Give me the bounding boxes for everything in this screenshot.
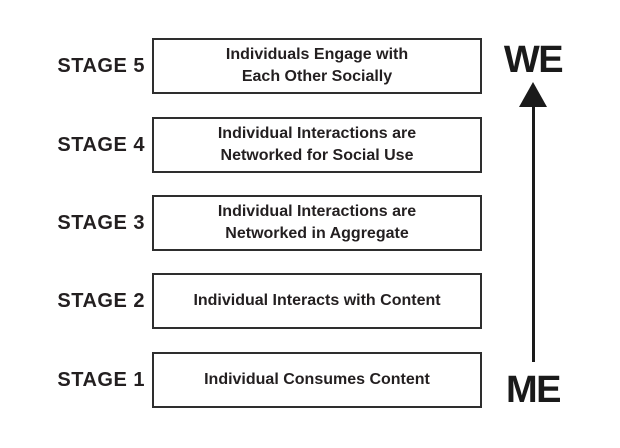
up-arrow-line [531, 107, 535, 362]
we-label: WE [503, 39, 564, 81]
stage-2-text: Individual Interacts with Content [193, 291, 441, 309]
stage-1-box: Individual Consumes Content [152, 352, 482, 408]
stage-4-box: Individual Interactions are Networked fo… [152, 117, 482, 173]
me-label: ME [506, 369, 562, 411]
stage-2-label: STAGE 2 [57, 289, 145, 312]
up-arrow-icon [519, 82, 547, 362]
stage-5-text: Individuals Engage with Each Other Socia… [225, 45, 409, 85]
stage-1-text: Individual Consumes Content [204, 370, 430, 388]
stage-4-row: STAGE 4 Individual Interactions are Netw… [0, 117, 482, 173]
stage-5-row: STAGE 5 Individuals Engage with Each Oth… [0, 38, 482, 94]
stage-1-row: STAGE 1 Individual Consumes Content [0, 352, 482, 408]
stage-5-label: STAGE 5 [57, 54, 145, 77]
stage-4-text: Individual Interactions are Networked fo… [217, 124, 417, 164]
stage-5-box: Individuals Engage with Each Other Socia… [152, 38, 482, 94]
stage-1-label: STAGE 1 [57, 368, 145, 391]
stage-3-text: Individual Interactions are Networked in… [217, 202, 417, 242]
stage-3-label: STAGE 3 [57, 211, 145, 234]
stage-2-box: Individual Interacts with Content [152, 273, 482, 329]
stage-2-row: STAGE 2 Individual Interacts with Conten… [0, 273, 482, 329]
stage-3-row: STAGE 3 Individual Interactions are Netw… [0, 195, 482, 251]
up-arrow-head [519, 82, 547, 107]
stage-4-label: STAGE 4 [57, 133, 145, 156]
stage-3-box: Individual Interactions are Networked in… [152, 195, 482, 251]
